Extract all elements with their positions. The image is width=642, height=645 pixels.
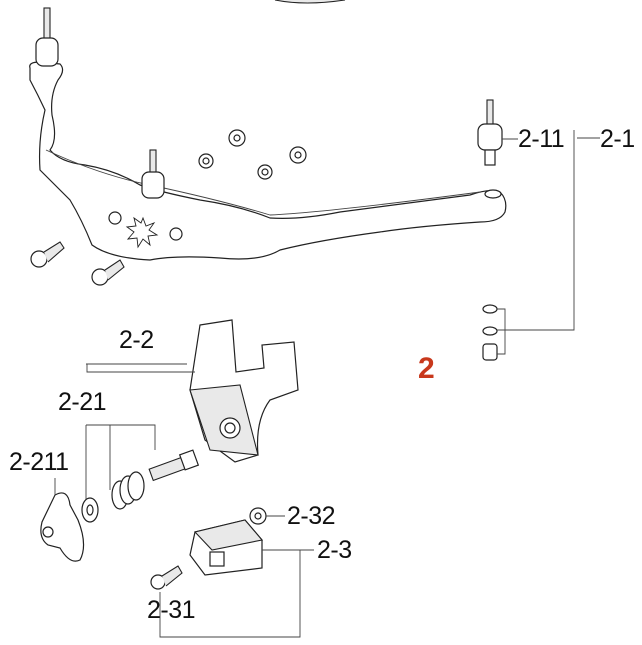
callout-2-211: 2-211 <box>9 448 69 476</box>
wing-knob-2-211 <box>40 492 85 562</box>
star-logo-icon <box>125 216 159 249</box>
leader-lines-2-3 <box>159 515 314 638</box>
mounting-bracket-bar <box>29 61 507 261</box>
bolt-2-21 <box>148 449 200 482</box>
leader-lines-2-1 <box>497 130 600 355</box>
callout-2-31: 2-31 <box>147 596 195 624</box>
clamp-block-2-3 <box>189 519 264 576</box>
section-number: 2 <box>418 352 435 385</box>
callout-2-32: 2-32 <box>287 502 335 530</box>
rubber-mount-left-top <box>35 7 59 67</box>
hardware-stack-2-1 <box>482 304 498 361</box>
callout-2-1: 2-1 <box>600 125 635 153</box>
nut-2-32 <box>249 507 267 525</box>
washer-2-21 <box>81 497 99 523</box>
loose-nuts-washers <box>198 129 307 180</box>
clamp-body-2-2 <box>189 319 299 463</box>
rubber-mount-2-11 <box>477 99 503 166</box>
countersunk-screws <box>30 241 125 286</box>
rubber-mount-center <box>141 149 165 199</box>
spring-2-21 <box>111 471 145 510</box>
top-partial-part <box>274 0 346 4</box>
callout-2-21: 2-21 <box>58 388 106 416</box>
leader-lines-2-2 <box>85 363 195 505</box>
screw-2-31 <box>150 565 183 590</box>
callout-2-11: 2-11 <box>518 125 564 153</box>
callout-2-3: 2-3 <box>317 536 352 564</box>
callout-2-2: 2-2 <box>119 326 154 354</box>
